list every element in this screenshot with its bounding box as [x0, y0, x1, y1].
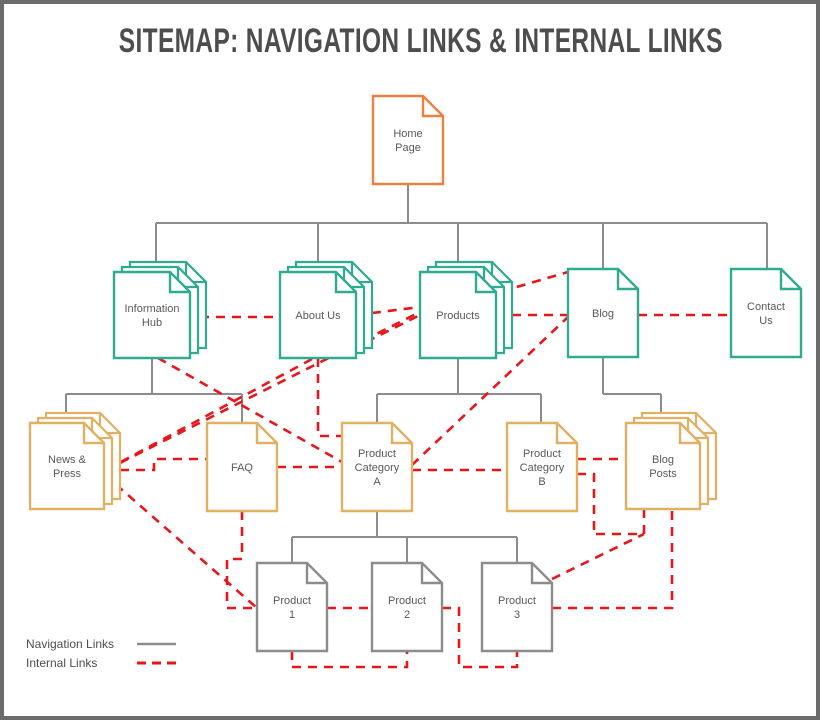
internal-link-catA-to-blog [411, 316, 569, 466]
document-body [418, 270, 498, 360]
document-body [205, 421, 279, 513]
page-fold-icon [530, 563, 552, 585]
internal-link-about-to-news [105, 357, 313, 472]
page-fold-icon [305, 563, 327, 585]
node-label: About Us [295, 310, 341, 322]
node-label: News & [48, 454, 87, 466]
page-fold-icon [678, 423, 700, 445]
sitemap-node-prod1[interactable]: Product 1 [255, 561, 329, 653]
node-label: Press [53, 468, 82, 480]
node-label: Blog [592, 308, 614, 320]
internal-link-news-to-faq [104, 457, 207, 472]
page-fold-icon [779, 269, 801, 291]
node-label: Contact [747, 301, 785, 313]
internal-link-products-to-blog [485, 270, 569, 298]
internal-link-blogposts-to-catB [594, 509, 646, 536]
node-label: 2 [404, 609, 410, 621]
internal-link-faq-to-prod1 [225, 511, 257, 610]
node-label: Posts [649, 468, 677, 480]
sitemap-node-products[interactable]: Products [418, 260, 514, 360]
sitemap-node-news[interactable]: News & Press [28, 411, 122, 511]
document-body [255, 561, 329, 653]
node-label: Products [436, 310, 480, 322]
node-label: Page [395, 142, 421, 154]
page-fold-icon [168, 272, 190, 294]
internal-link-prod3-to-blogposts [552, 509, 674, 610]
node-label: Information [124, 303, 179, 315]
internal-link-about-to-catA [316, 358, 342, 438]
document-body [371, 94, 445, 186]
page-fold-icon [255, 423, 277, 445]
internal-link-infohub-to-catA [157, 356, 343, 464]
page-fold-icon [616, 269, 638, 291]
internal-link-prod3-to-blogposts [551, 532, 645, 581]
node-label: Hub [142, 317, 162, 329]
internal-link-about-to-products [355, 305, 421, 317]
node-label: Product [498, 595, 536, 607]
node-label: Category [355, 462, 400, 474]
document-body [340, 421, 414, 513]
page-fold-icon [474, 272, 496, 294]
node-label: Home [393, 128, 422, 140]
node-label: Us [759, 315, 773, 327]
sitemap-node-about[interactable]: About Us [278, 260, 374, 360]
nav-link-products-to-catA [376, 358, 541, 423]
page-fold-icon [390, 423, 412, 445]
sitemap-node-prod2[interactable]: Product 2 [370, 561, 444, 653]
node-label: Product [273, 595, 311, 607]
node-label: FAQ [231, 462, 253, 474]
node-label: Category [520, 462, 565, 474]
page-title: Sitemap: Navigation Links & Internal Lin… [118, 22, 723, 60]
page-fold-icon [421, 96, 443, 118]
legend-label-internal-links: Internal Links [26, 656, 97, 670]
document-body [28, 421, 106, 511]
internal-link-catB-to-prod3 [577, 472, 596, 534]
node-label: B [538, 476, 545, 488]
document-body [370, 561, 444, 653]
node-label: 3 [514, 609, 520, 621]
sitemap-node-blog[interactable]: Blog [566, 267, 640, 359]
internal-link-prod1-to-prod2 [290, 651, 409, 669]
document-body [480, 561, 554, 653]
navigation-links-layer [65, 184, 768, 563]
page-fold-icon [334, 272, 356, 294]
page-fold-icon [82, 423, 104, 445]
document-body [729, 267, 803, 359]
nav-link-catA-to-prod1 [291, 511, 517, 563]
document-body [505, 421, 579, 513]
page-fold-icon [555, 423, 577, 445]
internal-link-news-to-prod1 [103, 473, 258, 609]
document-body [624, 421, 702, 511]
nav-link-home-to-infohub [155, 184, 767, 272]
node-label: 1 [289, 609, 295, 621]
document-body [566, 267, 640, 359]
page-fold-icon [420, 563, 442, 585]
internal-link-about-to-products [351, 313, 421, 351]
sitemap-node-prod3[interactable]: Product 3 [480, 561, 554, 653]
sitemap-node-faq[interactable]: FAQ [205, 421, 279, 513]
legend-label-navigation-links: Navigation Links [26, 637, 114, 651]
node-label: Product [523, 448, 561, 460]
document-body [112, 270, 192, 360]
node-label: A [373, 476, 381, 488]
node-label: Blog [652, 454, 674, 466]
node-label: Product [388, 595, 426, 607]
node-label: Product [358, 448, 396, 460]
document-body [278, 270, 358, 360]
